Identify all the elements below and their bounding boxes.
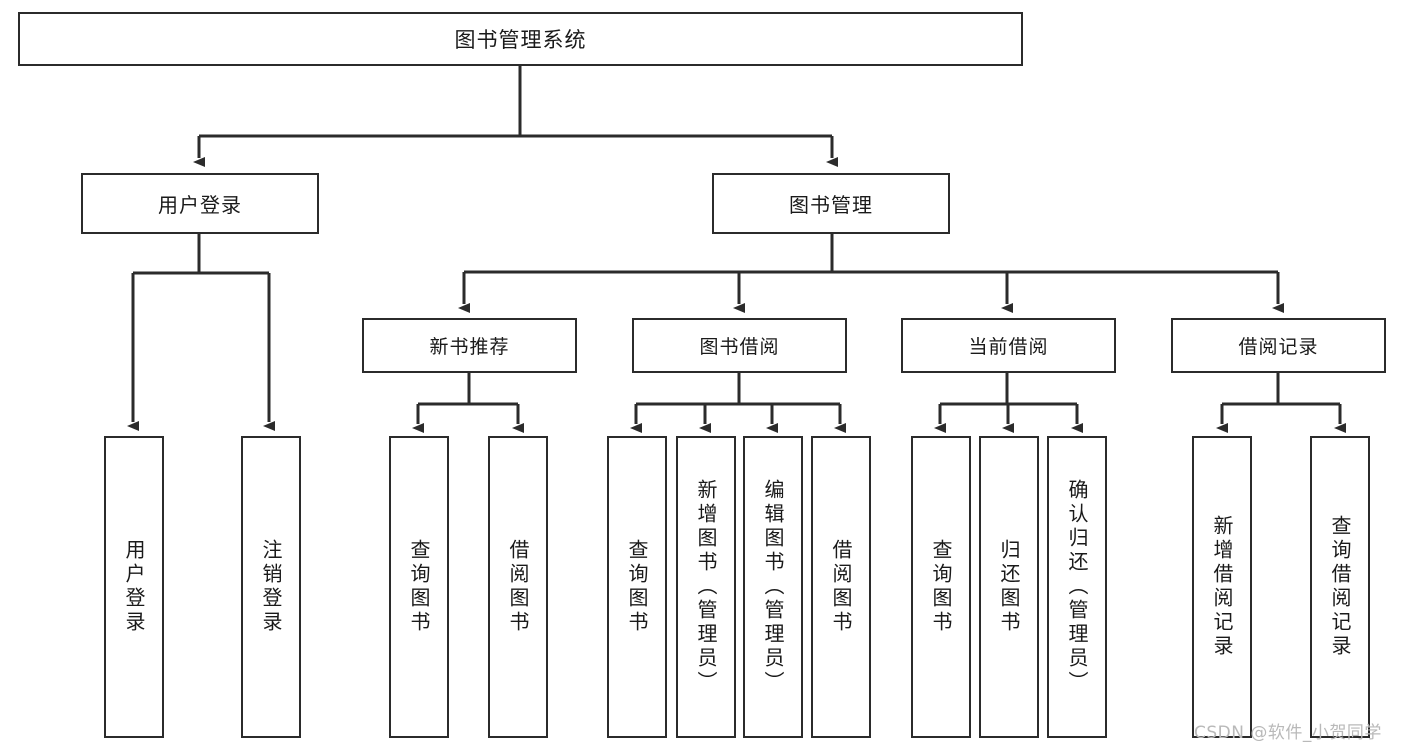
- node-label: 查询图书: [929, 539, 953, 635]
- node-label: 用户登录: [158, 193, 242, 217]
- node-label: 用户登录: [122, 539, 146, 635]
- leaf-user-login-login[interactable]: 用户登录: [104, 436, 164, 738]
- node-label: 查询图书: [407, 539, 431, 635]
- node-label: 借阅图书: [829, 539, 853, 635]
- node-label: 注销登录: [259, 539, 283, 635]
- leaf-new-book-borrow[interactable]: 借阅图书: [488, 436, 548, 738]
- leaf-current-borrow-return[interactable]: 归还图书: [979, 436, 1039, 738]
- leaf-book-borrow-borrow[interactable]: 借阅图书: [811, 436, 871, 738]
- node-label: 借阅记录: [1238, 336, 1319, 358]
- node-root-system[interactable]: 图书管理系统: [18, 12, 1023, 66]
- node-label: 归还图书: [997, 539, 1021, 635]
- node-label: 新增借阅记录: [1210, 515, 1234, 659]
- node-label: 图书借阅: [699, 336, 780, 358]
- node-borrow-record[interactable]: 借阅记录: [1171, 318, 1386, 373]
- node-label: 新增图书（管理员）: [694, 479, 718, 695]
- node-label: 确认归还（管理员）: [1065, 479, 1089, 695]
- node-label: 当前借阅: [968, 336, 1049, 358]
- node-label: 图书管理系统: [454, 28, 587, 52]
- node-user-login[interactable]: 用户登录: [81, 173, 319, 234]
- node-current-borrow[interactable]: 当前借阅: [901, 318, 1116, 373]
- node-label: 借阅图书: [506, 539, 530, 635]
- leaf-book-borrow-add[interactable]: 新增图书（管理员）: [676, 436, 736, 738]
- node-new-book-recommend[interactable]: 新书推荐: [362, 318, 577, 373]
- node-label: 编辑图书（管理员）: [761, 479, 785, 695]
- node-book-borrow[interactable]: 图书借阅: [632, 318, 847, 373]
- leaf-borrow-record-query[interactable]: 查询借阅记录: [1310, 436, 1370, 738]
- node-book-management[interactable]: 图书管理: [712, 173, 950, 234]
- node-label: 新书推荐: [429, 336, 510, 358]
- node-label: 图书管理: [789, 193, 873, 217]
- node-label: 查询借阅记录: [1328, 515, 1352, 659]
- leaf-new-book-query[interactable]: 查询图书: [389, 436, 449, 738]
- node-label: 查询图书: [625, 539, 649, 635]
- leaf-current-borrow-confirm-return[interactable]: 确认归还（管理员）: [1047, 436, 1107, 738]
- leaf-book-borrow-query[interactable]: 查询图书: [607, 436, 667, 738]
- csdn-watermark: CSDN @软件_小贺同学: [1194, 723, 1382, 743]
- leaf-user-login-logout[interactable]: 注销登录: [241, 436, 301, 738]
- leaf-current-borrow-query[interactable]: 查询图书: [911, 436, 971, 738]
- leaf-borrow-record-add[interactable]: 新增借阅记录: [1192, 436, 1252, 738]
- leaf-book-borrow-edit[interactable]: 编辑图书（管理员）: [743, 436, 803, 738]
